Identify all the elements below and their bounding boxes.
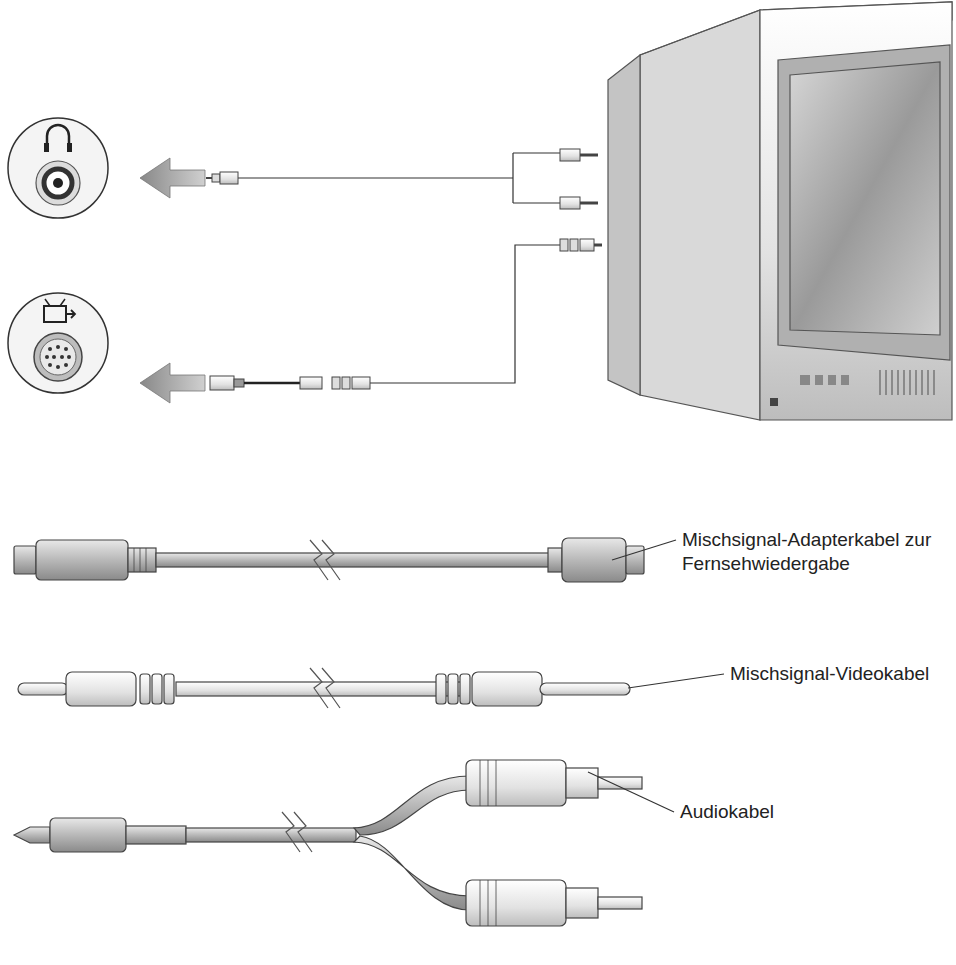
- audio-wiring: [238, 153, 560, 203]
- connect-arrow: [140, 363, 205, 403]
- label-box: Mischsignal-Videokabel: [730, 662, 950, 686]
- leader-line: [628, 674, 724, 688]
- cable-label: Audiokabel: [680, 800, 900, 824]
- connect-arrow: [140, 158, 205, 198]
- tv-monitor: [608, 2, 952, 420]
- audio-plug: [206, 149, 598, 209]
- tv-out-port-icon: [8, 293, 108, 393]
- composite-video-cable: [18, 668, 630, 708]
- audio-cable: [14, 760, 642, 926]
- label-box: Audiokabel: [680, 800, 900, 824]
- video-plug: [210, 239, 602, 390]
- leader-line: [612, 540, 676, 560]
- video-wiring: [238, 245, 560, 383]
- headphone-port-icon: [8, 118, 108, 218]
- leader-line: [588, 772, 674, 812]
- label-box: Mischsignal-Adapterkabel zur Fernsehwied…: [682, 528, 944, 576]
- adapter-cable: [14, 538, 644, 582]
- cable-label: Mischsignal-Adapterkabel zur Fernsehwied…: [682, 528, 944, 576]
- cable-label: Mischsignal-Videokabel: [730, 662, 950, 686]
